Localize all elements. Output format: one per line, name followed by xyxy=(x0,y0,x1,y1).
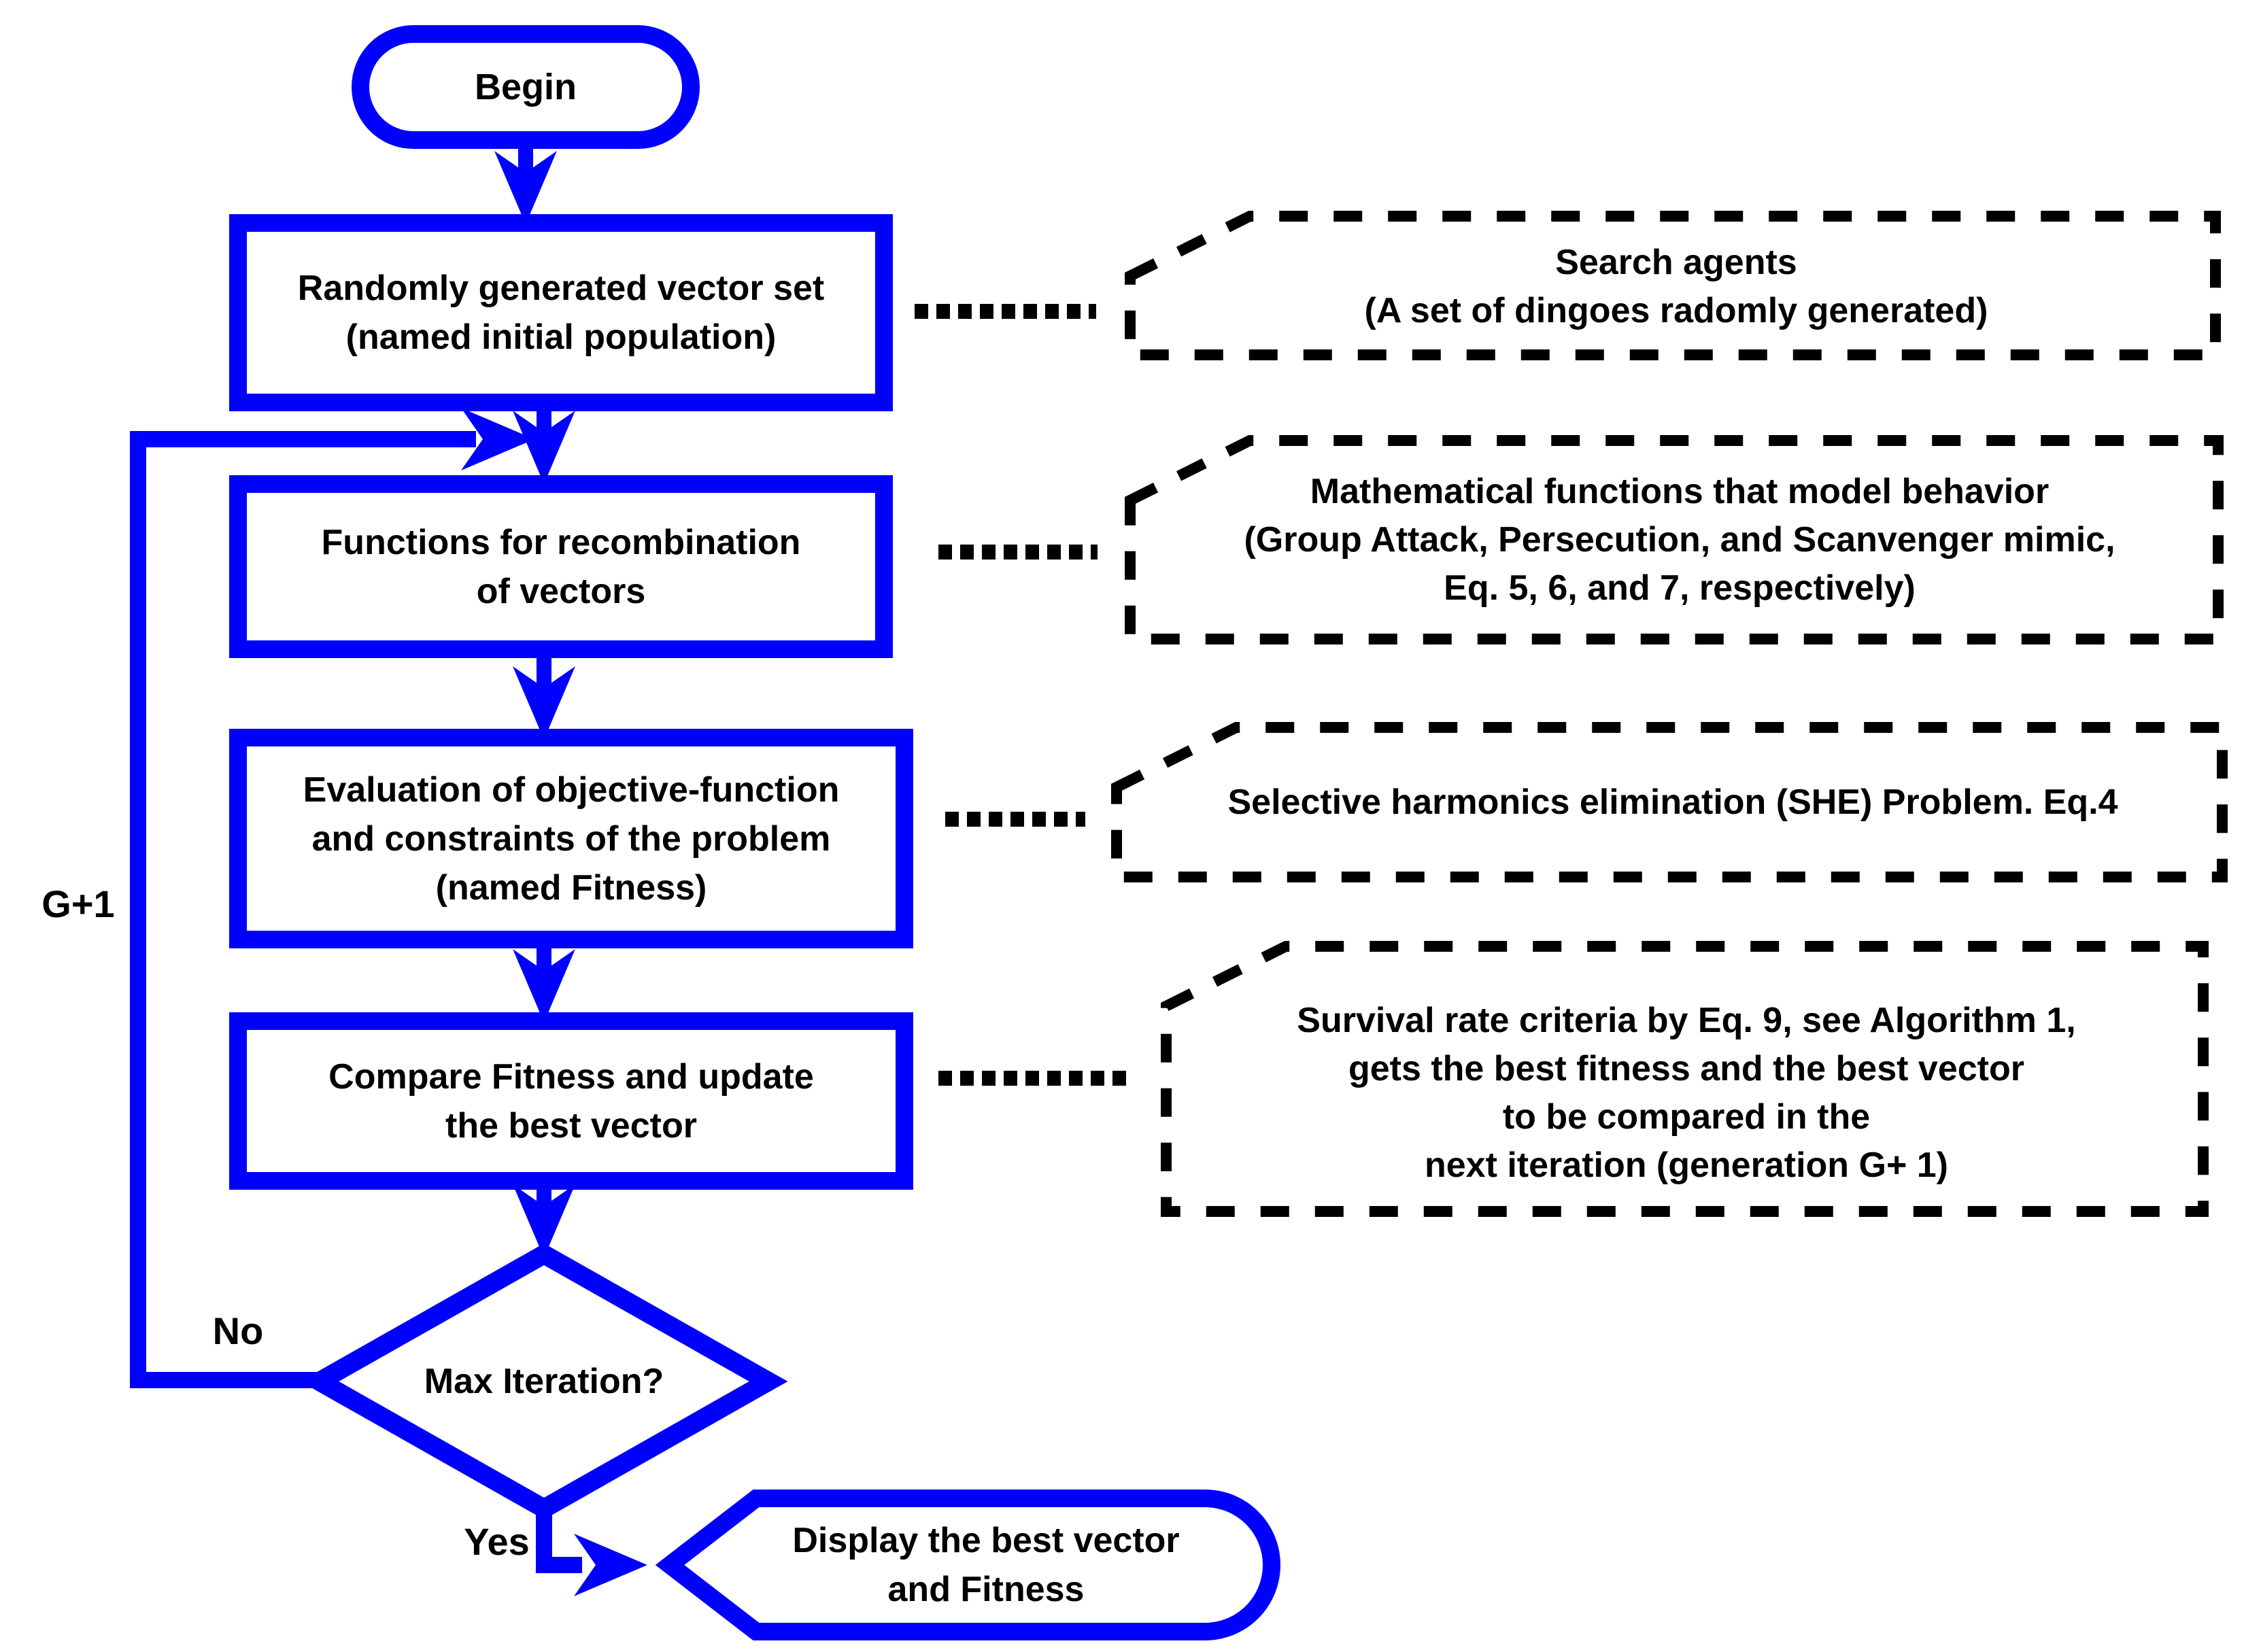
yes-branch-path xyxy=(536,1509,582,1573)
max-iteration-label: Max Iteration? xyxy=(424,1362,664,1401)
yes-branch-arrowhead xyxy=(574,1534,647,1596)
evaluation-box xyxy=(229,729,913,948)
loop-return-path xyxy=(130,431,476,1388)
begin-label: Begin xyxy=(474,67,577,107)
arrow-begin-to-init-head xyxy=(494,151,557,224)
arrow-recombination-to-evaluation-head xyxy=(513,666,575,740)
annotation-box-3 xyxy=(1111,722,2228,882)
yes-branch-label: Yes xyxy=(464,1520,530,1563)
display-shape xyxy=(655,1490,1280,1640)
annotation-label-survival-rate: Survival rate criteria by Eq. 9, see Alg… xyxy=(1297,1001,2076,1185)
arrow-init-to-recombination-head xyxy=(513,411,575,484)
display-label: Display the best vector and Fitness xyxy=(792,1521,1180,1609)
recombination-box xyxy=(229,475,893,658)
evaluation-label: Evaluation of objective-function and con… xyxy=(303,770,840,908)
annotation-label-math-functions: Mathematical functions that model behavi… xyxy=(1244,471,2115,608)
annotation-label-she-problem: Selective harmonics elimination (SHE) Pr… xyxy=(1227,782,2118,822)
g-plus-1-label: G+1 xyxy=(41,882,115,925)
annotation-box-1 xyxy=(1125,211,2221,360)
loop-return-arrowhead xyxy=(461,408,534,470)
arrow-evaluation-to-compare-head xyxy=(513,949,575,1022)
annotation-box-4 xyxy=(1161,941,2209,1217)
init-population-box xyxy=(229,214,893,411)
no-branch-label: No xyxy=(212,1309,264,1352)
arrow-compare-to-decision-head xyxy=(513,1184,575,1258)
annotation-label-search-agents: Search agents (A set of dingoes radomly … xyxy=(1364,243,1988,330)
compare-box xyxy=(229,1012,913,1190)
compare-label: Compare Fitness and update the best vect… xyxy=(328,1056,814,1146)
annotation-box-2 xyxy=(1125,435,2224,644)
recombination-label: Functions for recombination of vectors xyxy=(321,522,801,611)
init-population-label: Randomly generated vector set (named ini… xyxy=(297,269,825,357)
